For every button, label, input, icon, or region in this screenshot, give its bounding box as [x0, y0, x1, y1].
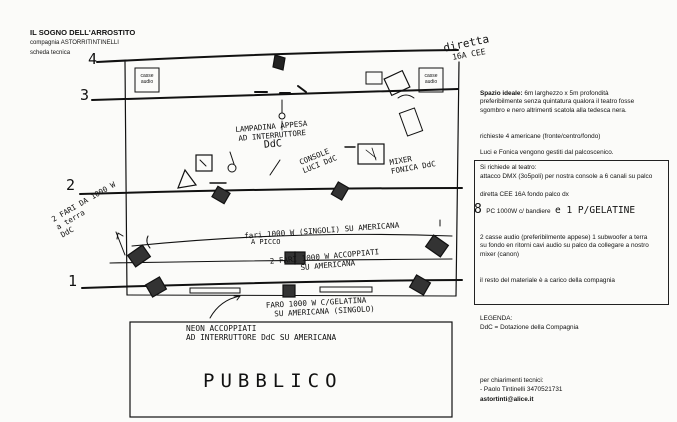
richiede-title: Si richiede al teatro:: [480, 164, 537, 171]
attacco-note: attacco DMX (3o5poli) per nostra console…: [480, 173, 653, 180]
small-lamp: [227, 163, 237, 173]
console-device: [357, 143, 385, 165]
legenda-title: LEGENDA:: [480, 315, 513, 322]
audience-label: PUBBLICO: [203, 370, 343, 392]
sheet-subtitle: scheda tecnica: [30, 50, 71, 56]
floor-box: [195, 154, 213, 172]
faro-top: [272, 54, 286, 71]
chiarimenti-label: per chiarimenti tecnici:: [480, 377, 544, 384]
mixer-device: [398, 107, 424, 137]
bar-number-1: 1: [68, 272, 78, 290]
speaker-tilted: [383, 69, 411, 97]
diretta-cee-note: diretta CEE 16A fondo palco dx: [480, 191, 569, 198]
casse-note: 2 casse audio (preferibilmente appese) 1…: [480, 234, 649, 258]
luci-fonica-note: Luci e Fonica vengono gestiti dal palcos…: [480, 149, 614, 156]
contact-email[interactable]: astortinti@alice.it: [480, 396, 534, 403]
neon-left: [189, 287, 241, 294]
a-picco-annotation: A PICCO: [251, 238, 281, 246]
faro-pair-b: [294, 251, 306, 265]
pc-note: 8 PC 1000W c/ bandiere e 1 P/GELATINE: [474, 202, 636, 217]
show-title: IL SOGNO DELL'ARROSTITO: [30, 28, 136, 37]
bar-1-line: [81, 279, 463, 289]
neon-right: [319, 286, 373, 293]
materiale-note: il resto del materiale è a carico della …: [480, 277, 615, 284]
bar-2-line: [79, 187, 463, 195]
bar-3-line: [91, 88, 459, 101]
company-name: compagnia ASTORRITINTINELLI: [30, 40, 119, 46]
americane-note: richieste 4 americane (fronte/centro/fon…: [480, 133, 601, 140]
bar-number-4: 4: [88, 50, 98, 68]
stage-right-edge: [455, 61, 460, 297]
faro-bar1-right: [408, 274, 432, 296]
faro-right: [424, 234, 450, 258]
faro-bar1-center: [282, 284, 296, 298]
speaker-left-box: [134, 67, 160, 93]
bar-number-2: 2: [66, 176, 76, 194]
requirements-box: [474, 160, 669, 305]
stage-left-edge: [124, 61, 128, 296]
lamp-bulb: [278, 112, 286, 120]
spazio-ideale-note: Spazio ideale: 6m larghezzo x 5m profond…: [480, 90, 635, 114]
faro-bar2: [330, 181, 350, 201]
speaker-right-box: [418, 67, 444, 93]
contact-phone: - Paolo Tintinelli 3470521731: [480, 386, 563, 393]
legenda-text: DdC = Dotazione della Compagnia: [480, 324, 579, 331]
floor-lamp: [177, 168, 198, 189]
faro-left: [126, 244, 152, 268]
spazio-title: Spazio ideale:: [480, 90, 523, 97]
bar-number-3: 3: [80, 86, 90, 104]
hanging-line: [131, 233, 453, 247]
faro-bar1-left: [144, 276, 168, 298]
bar-4-line: [96, 49, 459, 63]
speaker-left-label: casse audio: [140, 73, 154, 85]
speaker-right-label: casse audio: [424, 73, 438, 85]
neon-annotation: NEON ACCOPPIATI AD INTERRUTTORE DdC SU A…: [186, 324, 337, 343]
audience-area: [129, 321, 453, 418]
